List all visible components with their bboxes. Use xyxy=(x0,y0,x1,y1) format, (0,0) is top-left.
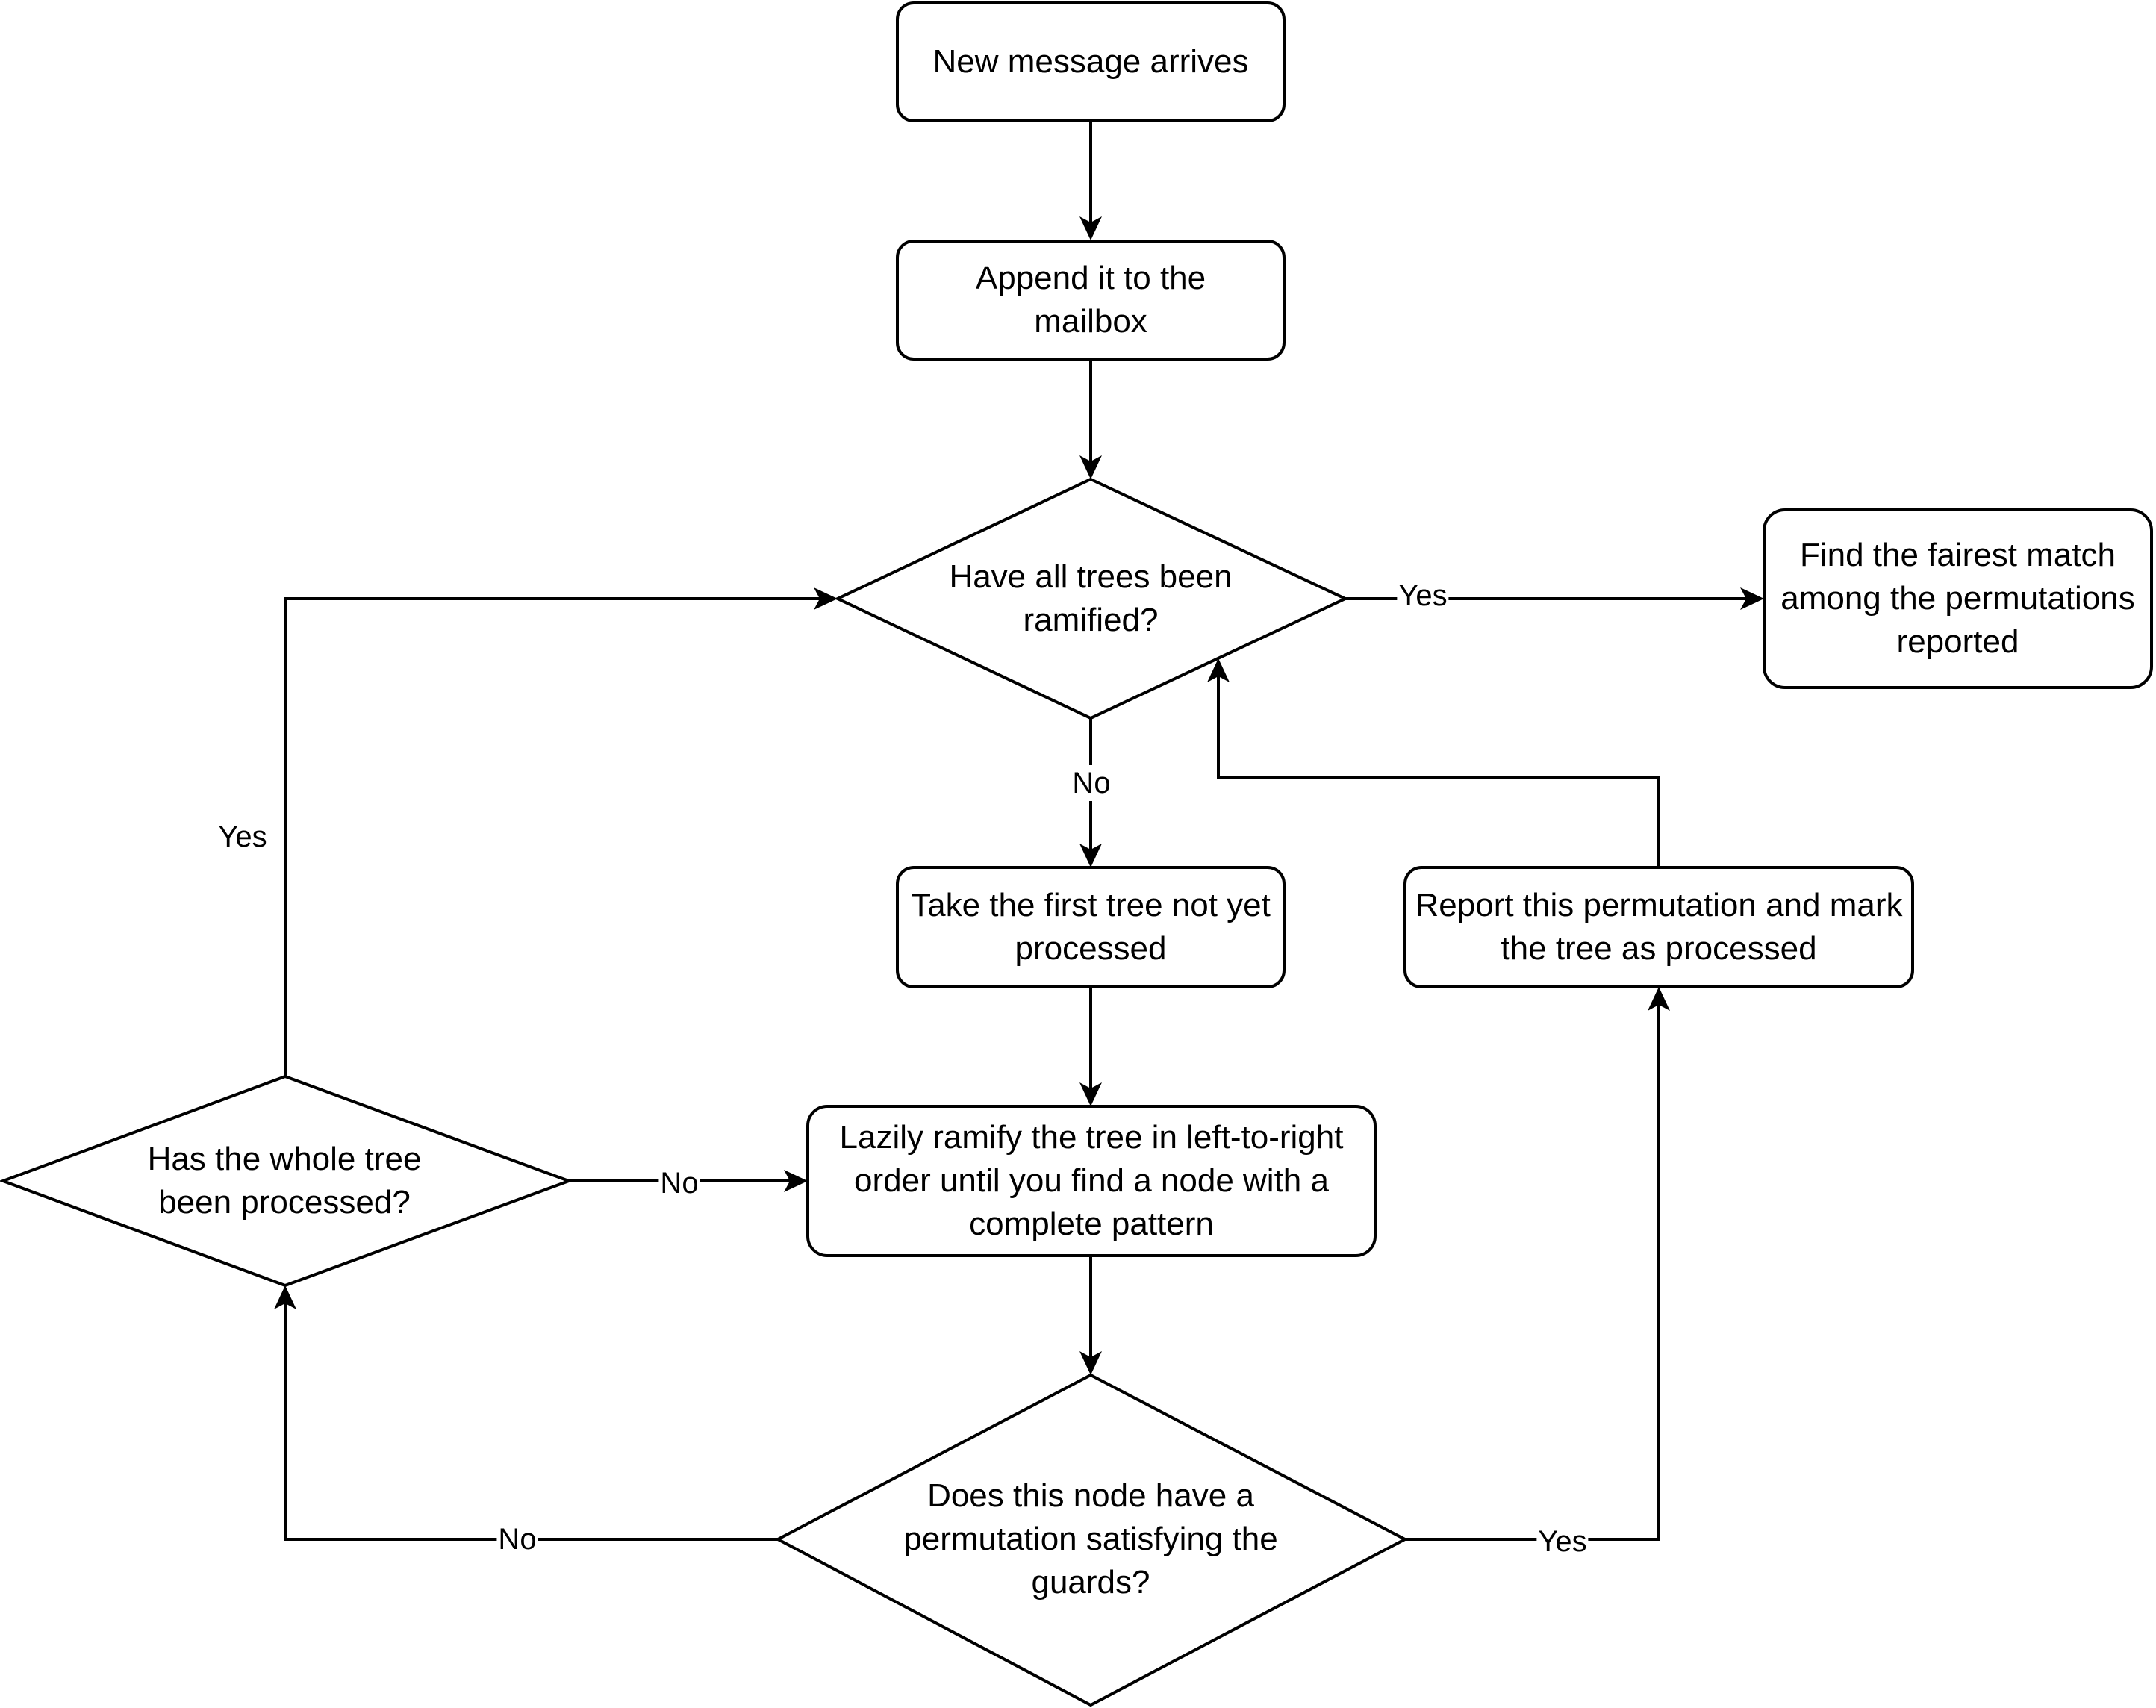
arrowhead xyxy=(1079,1082,1102,1106)
edge-report-to-decision xyxy=(1217,676,1660,867)
arrowhead xyxy=(784,1170,808,1192)
arrowhead xyxy=(814,587,838,610)
node-take-first-tree: Take the first tree not yet processed xyxy=(911,887,1271,967)
edge-node-perm-no xyxy=(284,1303,778,1541)
node-append-mailbox: Append it to the mailbox xyxy=(975,260,1206,340)
edge-label-node-perm-no: No xyxy=(496,1521,538,1557)
edge-label-all-trees-yes: Yes xyxy=(1397,578,1449,614)
node-lazily-ramify: Lazily ramify the tree in left-to-right … xyxy=(839,1119,1344,1242)
edge-node-perm-yes xyxy=(1405,1005,1660,1541)
arrowhead xyxy=(1079,1351,1102,1375)
edge-label-whole-tree-no: No xyxy=(658,1165,700,1201)
node-find-fairest: Find the fairest match among the permuta… xyxy=(1780,537,2135,660)
arrowhead xyxy=(1740,587,1764,610)
decision-whole-tree-processed: Has the whole tree been processed? xyxy=(147,1141,422,1221)
arrowhead xyxy=(274,1285,296,1309)
node-new-message: New message arrives xyxy=(932,43,1249,80)
edge-label-node-perm-yes: Yes xyxy=(1536,1524,1589,1559)
edge-label-all-trees-no: No xyxy=(1071,765,1112,801)
arrowhead xyxy=(1207,658,1230,682)
arrowhead xyxy=(1079,216,1102,240)
arrowhead xyxy=(1648,987,1670,1011)
node-report-permutation: Report this permutation and mark the tre… xyxy=(1415,887,1903,967)
edge-whole-tree-yes xyxy=(284,597,820,1076)
decision-node-permutation: Does this node have a permutation satisf… xyxy=(903,1477,1278,1601)
arrowhead xyxy=(1079,844,1102,867)
arrowhead xyxy=(1079,455,1102,479)
edge-label-whole-tree-yes: Yes xyxy=(216,819,269,855)
decision-node-permutation-shape xyxy=(774,1373,1409,1707)
decision-all-trees-ramified: Have all trees been ramified? xyxy=(949,558,1233,638)
